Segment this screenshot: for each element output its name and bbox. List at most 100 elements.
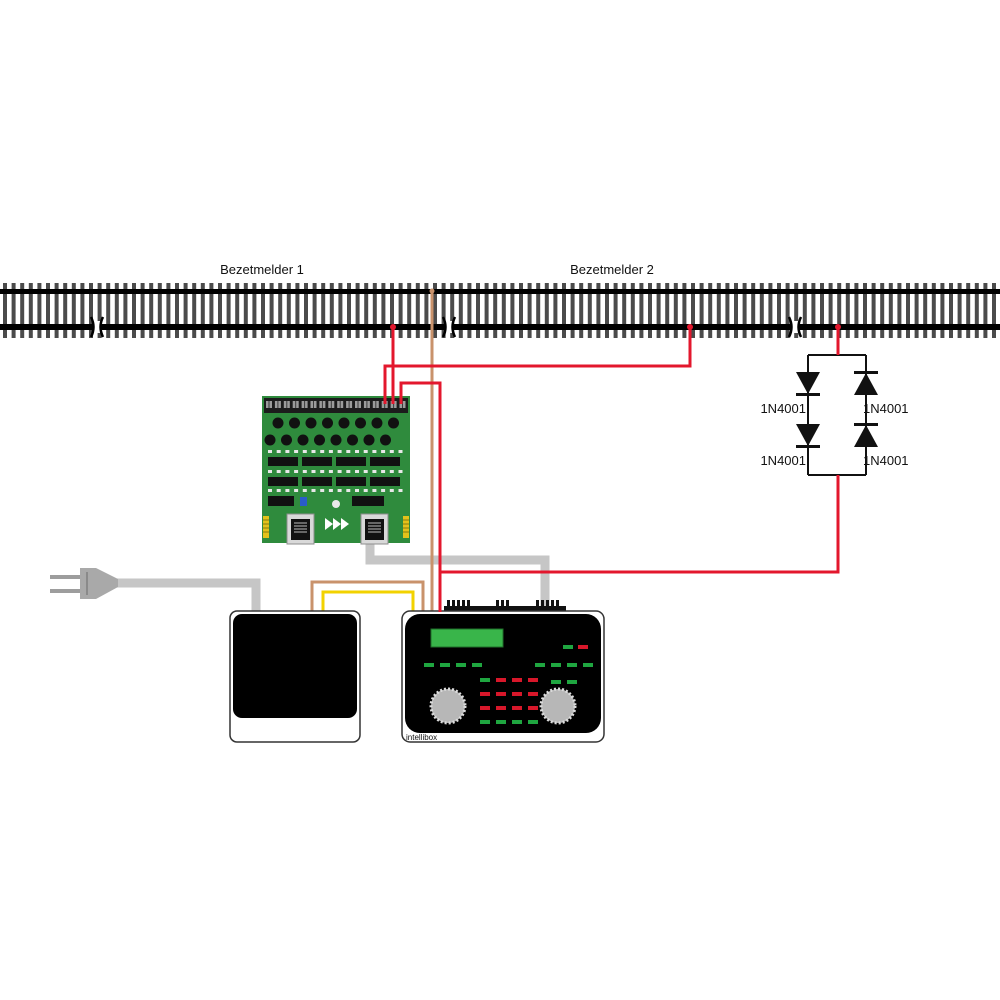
rail-bottom [0, 324, 1000, 330]
track-sleeper [3, 283, 7, 338]
track-sleeper [605, 283, 609, 338]
track-sleeper [871, 283, 876, 338]
rj-jack-2 [360, 513, 389, 545]
track-sleeper [433, 283, 437, 338]
smd-part [276, 450, 281, 453]
track-sleeper [114, 283, 119, 338]
direction-arrows-icon [325, 518, 349, 530]
connector-pin [501, 600, 504, 608]
smd-part [398, 450, 403, 453]
connector-pin [496, 600, 499, 608]
green-key [551, 663, 561, 667]
smd-part [302, 450, 307, 453]
track-sleeper [596, 283, 601, 338]
track-sleeper [235, 283, 240, 338]
capacitor [355, 417, 366, 429]
joint-bracket [441, 316, 447, 338]
track-sleeper [914, 283, 919, 338]
track-sleeper [166, 283, 171, 338]
track-sleeper [527, 283, 532, 338]
plug-pin-top [50, 575, 82, 579]
terminal-slot [402, 401, 403, 408]
track-sleeper [777, 283, 781, 338]
track-sleeper [132, 283, 136, 338]
power-wire-yellow [321, 590, 415, 612]
command-station-name: intellibox [406, 733, 437, 742]
track-sleeper [149, 283, 154, 338]
track-sleeper [716, 283, 721, 338]
ic-chip [302, 477, 332, 486]
track-sleeper [192, 283, 197, 338]
track-sleeper [845, 283, 850, 338]
ic-chip [268, 477, 298, 486]
track-sleeper [476, 283, 480, 338]
joint-bracket [787, 316, 793, 338]
smd-part [311, 450, 316, 453]
track-sleepers [3, 283, 996, 338]
track-sleeper [802, 283, 807, 338]
smd-part [346, 489, 351, 492]
track-sleeper [897, 283, 902, 338]
track-sleeper [347, 283, 351, 338]
track-sleeper [46, 283, 50, 338]
red-key [496, 706, 506, 710]
track-sleeper [467, 283, 472, 338]
track-sleeper [226, 283, 231, 338]
smd-part [328, 470, 333, 473]
smd-part [389, 470, 394, 473]
red-key [528, 678, 538, 682]
track-sleeper [992, 283, 996, 338]
section-1-label: Bezetmelder 1 [220, 262, 304, 277]
green-key [456, 663, 466, 667]
track-sleeper [11, 283, 16, 338]
smd-part [302, 489, 307, 492]
track-sleeper [983, 283, 988, 338]
track-sleeper [828, 283, 833, 338]
terminal-slot [348, 401, 350, 408]
smd-part [363, 470, 368, 473]
smd-part [285, 470, 290, 473]
connector-pin [462, 600, 465, 608]
track-sleeper [863, 283, 867, 338]
track-sleeper [338, 283, 343, 338]
joint-bracket [89, 316, 95, 338]
plug-grip [86, 572, 88, 595]
capacitor [314, 434, 325, 446]
green-key [583, 663, 593, 667]
track-sleeper [295, 283, 300, 338]
section-2-label: Bezetmelder 2 [570, 262, 654, 277]
terminal-slot [268, 401, 270, 408]
terminal-slot [321, 401, 323, 408]
track-sleeper [209, 283, 214, 338]
track-sleeper [278, 283, 283, 338]
smd-part [268, 470, 272, 473]
connector-pin [546, 600, 549, 608]
red-key [528, 706, 538, 710]
rail-contact-3 [835, 324, 841, 330]
track [0, 283, 1000, 338]
track-sleeper [622, 283, 627, 338]
track-sleeper [682, 283, 687, 338]
red-key [480, 706, 490, 710]
diode-label-top-right: 1N4001 [863, 401, 909, 416]
connector-pin [551, 600, 554, 608]
capacitor [371, 417, 383, 429]
mains-plug [50, 568, 118, 599]
insulating-joints [89, 316, 803, 338]
track-sleeper [768, 283, 773, 338]
terminal-slot [304, 401, 306, 408]
track-sleeper [974, 283, 979, 338]
joint-gap [445, 321, 453, 333]
green-key [528, 720, 538, 724]
connector-pin [556, 600, 559, 608]
track-sleeper [966, 283, 971, 338]
track-sleeper [329, 283, 334, 338]
smd-part [294, 450, 299, 453]
smd-part [337, 450, 342, 453]
track-sleeper [493, 283, 498, 338]
connector-pin [457, 600, 460, 608]
smd-part [398, 489, 403, 492]
smd-part [337, 489, 342, 492]
ic-chip [370, 477, 400, 486]
track-sleeper [450, 283, 455, 338]
